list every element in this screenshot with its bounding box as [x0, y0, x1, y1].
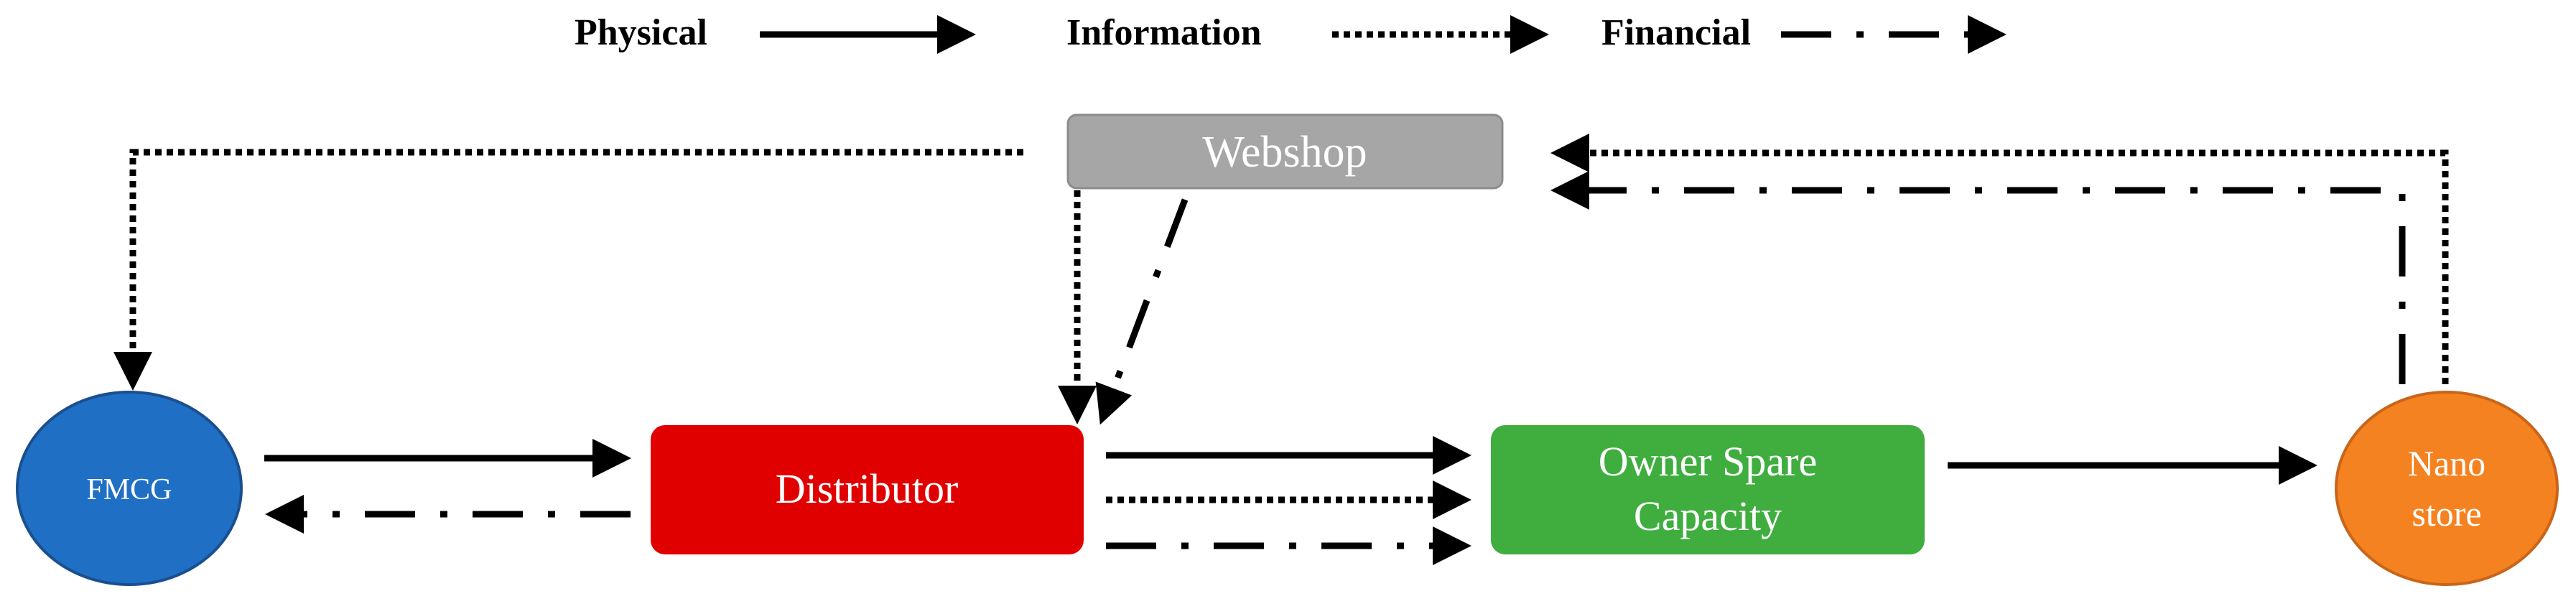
node-nano-store: Nano store — [2335, 391, 2559, 586]
owner-box — [1491, 425, 1925, 554]
fmcg-circle — [16, 391, 243, 586]
webshop-box — [1066, 113, 1504, 190]
flows — [113, 134, 2449, 565]
nano-label-line1: Nano — [2408, 443, 2486, 483]
fmcg-label: FMCG — [86, 473, 172, 506]
legend: Physical Information Financial — [575, 12, 2007, 54]
node-fmcg: FMCG — [16, 391, 243, 586]
distributor-box — [651, 425, 1084, 554]
owner-label-line1: Owner Spare — [1599, 438, 1817, 485]
webshop-to-distributor-financial-arrow — [1095, 198, 1189, 425]
legend-financial-label: Financial — [1601, 12, 1751, 53]
node-distributor: Distributor — [651, 425, 1084, 554]
node-owner-spare-capacity: Owner Spare Capacity — [1491, 425, 1925, 554]
owner-label-line2: Capacity — [1634, 493, 1782, 539]
nano-label-line2: store — [2412, 493, 2481, 534]
node-webshop: Webshop — [1066, 113, 1504, 190]
webshop-label: Webshop — [1202, 128, 1367, 177]
nano-circle — [2335, 391, 2559, 586]
distributor-label: Distributor — [776, 465, 959, 512]
legend-information-label: Information — [1066, 12, 1262, 53]
nano-to-webshop-info-arrow — [1550, 134, 2449, 384]
legend-physical-label: Physical — [575, 12, 707, 53]
webshop-to-fmcg-info-arrow — [113, 149, 1023, 391]
nano-to-webshop-financial-arrow — [1550, 171, 2406, 384]
